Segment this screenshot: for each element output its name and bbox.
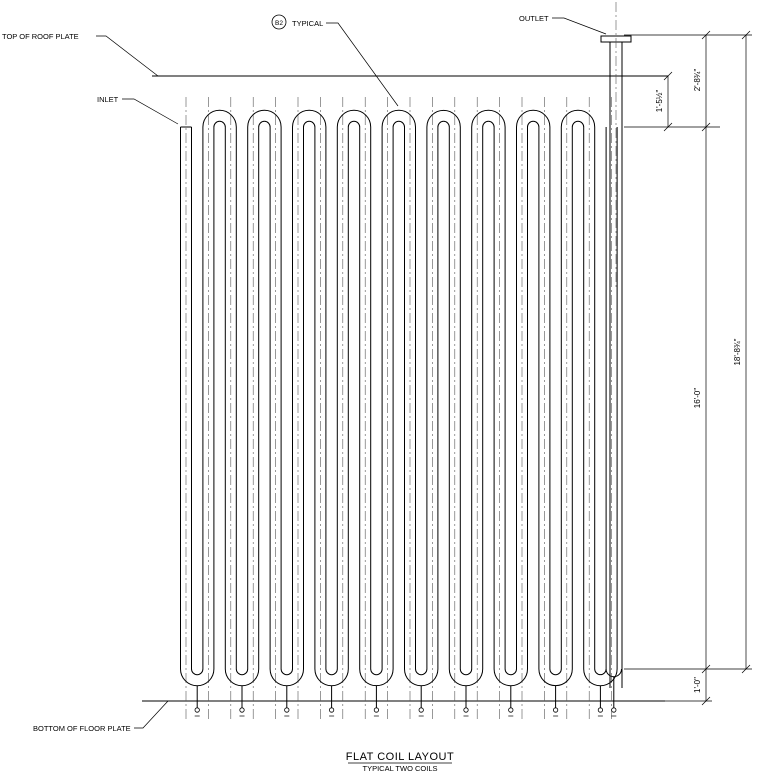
coil-top-bend [560, 109, 596, 128]
coil-bottom-bend-inner [459, 668, 473, 676]
dimension-set [663, 30, 751, 706]
dimension-top-segment: 2'-8¾" [693, 69, 702, 92]
coil-top-bend [381, 109, 416, 128]
support-bolt [284, 707, 290, 713]
coil-top-bend [426, 109, 461, 128]
coil-bottom-bend [224, 668, 260, 687]
coil-bottom-bend-inner [549, 668, 562, 676]
support-bolt [611, 707, 617, 713]
dimension-overall: 18'-8¾" [733, 338, 742, 365]
coil-bottom-bend [180, 668, 215, 687]
top-of-roof-plate-label: TOP OF ROOF PLATE [2, 32, 79, 41]
coil-top-bend [247, 109, 282, 128]
roof-plate-leader [96, 35, 159, 77]
outlet-leader [552, 17, 607, 35]
outlet-pipe [600, 2, 632, 688]
coil-top-bend-inner [571, 120, 585, 128]
typical-leader [326, 22, 399, 107]
coil-top-bend [336, 109, 372, 128]
support-bolt [463, 707, 469, 713]
coil-top-bend-inner [213, 120, 226, 128]
coil-bottom-bend-inner [504, 668, 517, 676]
support-bolt [373, 707, 379, 713]
inlet-label: INLET [97, 95, 119, 104]
coil-top-bend-inner [258, 120, 271, 128]
outlet-bottom-bend [605, 668, 622, 678]
coil-top-bend-inner [437, 120, 450, 128]
coil-top-bend-inner [303, 120, 316, 128]
drawing-title: FLAT COIL LAYOUT [346, 751, 454, 763]
support-bolt [418, 707, 424, 713]
dimension-bottom-segment: 1'-0" [693, 677, 702, 693]
coil-bottom-bend [404, 668, 439, 687]
coil-bottom-bend [359, 668, 394, 687]
bottom-of-floor-plate-label: BOTTOM OF FLOOR PLATE [33, 724, 131, 733]
callout-bubble [271, 14, 287, 30]
coil-bottom-bend [493, 668, 528, 687]
coil-top-bend-inner [347, 120, 361, 128]
coil-bottom-bend-inner [280, 668, 293, 676]
coil-bottom-bend [269, 668, 304, 687]
coil-top-bend [471, 109, 506, 128]
support-bolt [328, 707, 335, 713]
support-bolt [194, 707, 200, 713]
coil-top-bend-inner [527, 120, 540, 128]
outlet-label: OUTLET [519, 14, 549, 23]
coil-top-bend [202, 109, 237, 128]
coil-top-bend-inner [392, 120, 405, 128]
typical-label: TYPICAL [292, 19, 323, 28]
drawing-subtitle: TYPICAL TWO COILS [362, 764, 437, 773]
coil-bottom-bend-inner [325, 668, 338, 676]
coil-bottom-bend [538, 668, 573, 687]
coil-top-bend [292, 109, 327, 128]
support-bolt [597, 707, 604, 713]
dimension-coil-length: 16'-0" [693, 388, 702, 409]
coil-bottom-bend-inner [191, 668, 204, 676]
support-bolt [239, 707, 245, 713]
coil-bottom-bend-inner [415, 668, 428, 676]
inlet-leader [122, 98, 179, 125]
support-bolt [508, 707, 514, 713]
coil-top-bend-inner [482, 120, 495, 128]
serpentine-coil-group [180, 97, 622, 719]
floor-plate-leader [134, 700, 169, 729]
coil-top-bend [516, 109, 551, 128]
coil-bottom-bend-inner [594, 668, 607, 676]
callout-number: B2 [275, 20, 283, 27]
support-bolt [552, 707, 559, 713]
dimension-top-offset: 1'-5½" [655, 90, 664, 113]
coil-bottom-bend [448, 668, 484, 687]
coil-bottom-bend [314, 668, 349, 687]
coil-bottom-bend [583, 668, 618, 687]
coil-bottom-bend-inner [370, 668, 383, 676]
coil-bottom-bend-inner [235, 668, 249, 676]
